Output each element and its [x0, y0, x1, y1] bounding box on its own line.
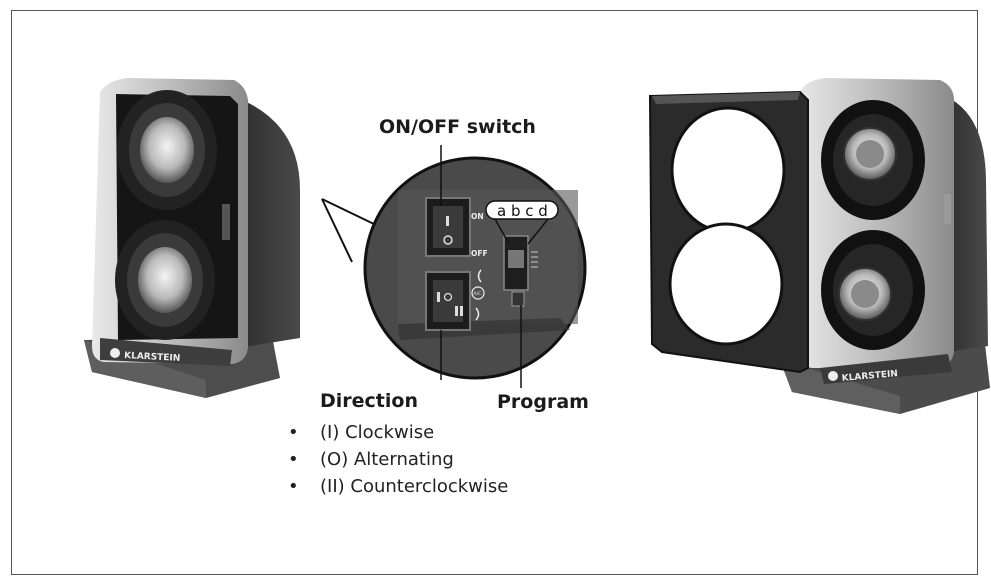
direction-option-text: (O) Alternating: [320, 449, 454, 470]
direction-label: Direction: [320, 390, 418, 412]
zoom-detail: ON OFF A/C a b c d: [363, 156, 587, 380]
list-item: • (II) Counterclockwise: [286, 473, 508, 500]
direction-option-text: (II) Counterclockwise: [320, 476, 509, 497]
program-switch: [503, 235, 538, 307]
onoff-switch: ON OFF: [425, 197, 488, 258]
list-item: • (I) Clockwise: [286, 419, 508, 446]
program-letters: a b c d: [497, 202, 548, 220]
bullet-icon: •: [288, 476, 299, 497]
switch-off-label: OFF: [471, 249, 488, 258]
callout-line-top: [321, 198, 377, 226]
bullet-icon: •: [288, 449, 299, 470]
direction-switch: A/C: [425, 269, 485, 331]
brand-logo: KLARSTEIN: [100, 338, 232, 366]
left-watch-winder: KLARSTEIN: [84, 78, 300, 398]
right-watch-winder: KLARSTEIN: [648, 78, 990, 414]
program-letters-callout: a b c d: [485, 200, 559, 245]
list-item: • (O) Alternating: [286, 446, 508, 473]
brand-logo-text: KLARSTEIN: [124, 351, 181, 364]
switch-on-label: ON: [471, 212, 484, 221]
direction-alt-mark: A/C: [474, 291, 482, 297]
callout-line-bottom: [321, 198, 353, 263]
right-brand-logo: KLARSTEIN: [820, 354, 952, 384]
right-brand-logo-text: KLARSTEIN: [841, 369, 898, 384]
direction-options-list: • (I) Clockwise • (O) Alternating • (II) Co…: [286, 419, 508, 500]
program-label: Program: [497, 391, 589, 413]
bullet-icon: •: [288, 422, 299, 443]
direction-option-text: (I) Clockwise: [320, 422, 435, 443]
open-door: [648, 90, 809, 374]
onoff-switch-label: ON/OFF switch: [379, 116, 536, 138]
